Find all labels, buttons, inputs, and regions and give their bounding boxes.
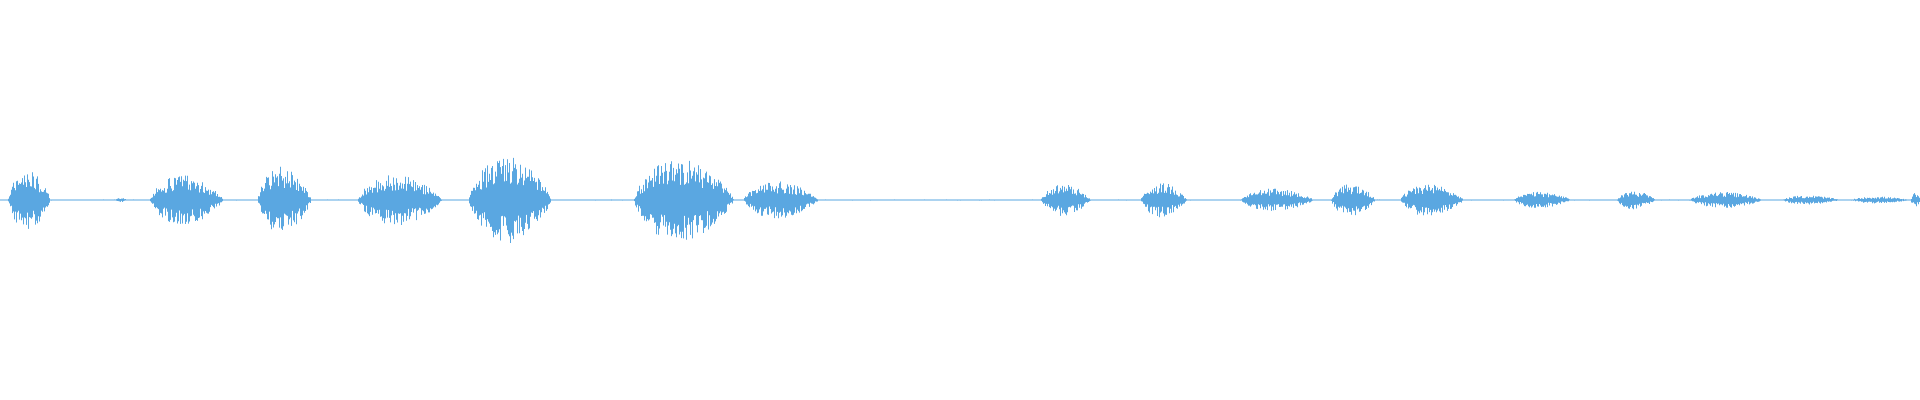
waveform-samples [0, 157, 1920, 243]
waveform-path [0, 157, 1920, 243]
